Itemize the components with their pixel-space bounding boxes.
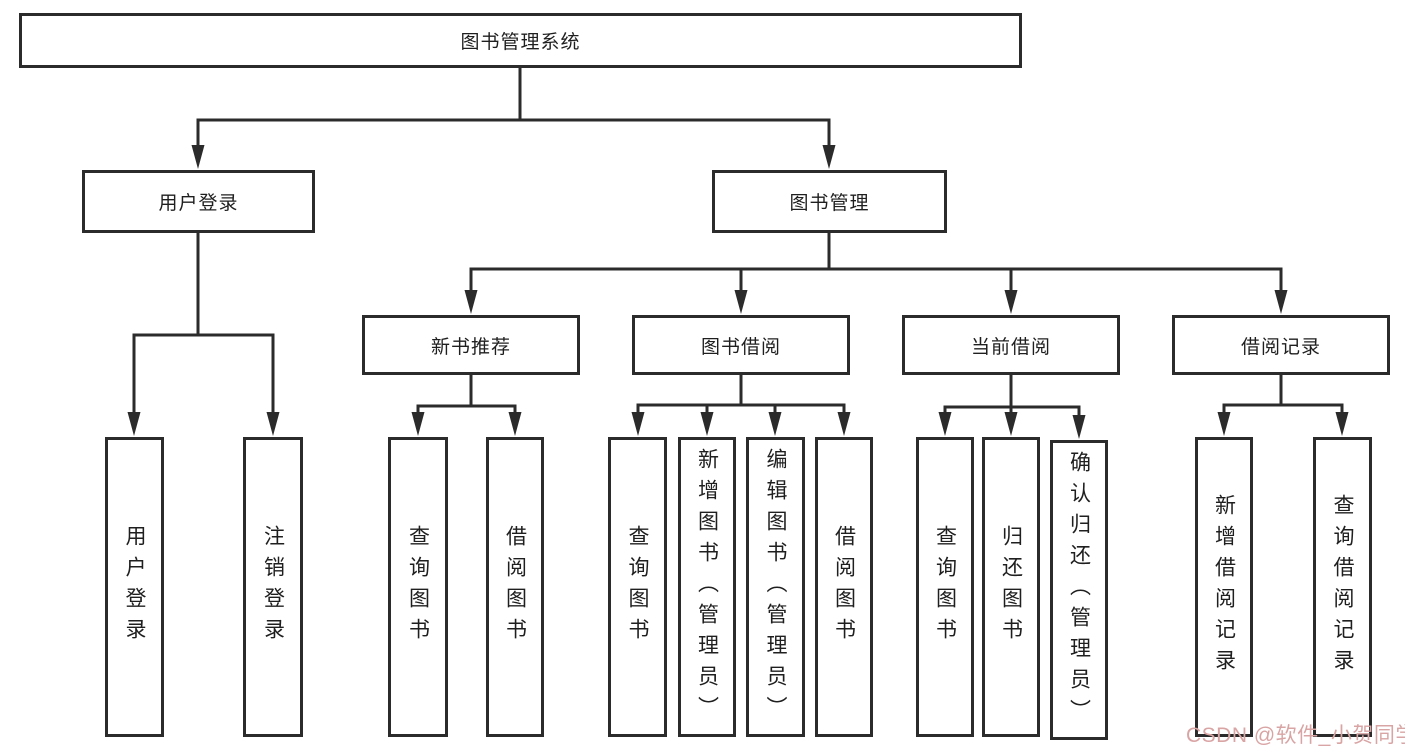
node-label: 用户登录 [158, 193, 239, 214]
node-label: 查询图书 [933, 525, 957, 649]
node-label: 新增图书（管理员） [695, 447, 719, 727]
leaf-borrowing-query-books: 查询图书 [608, 437, 667, 737]
node-new-book-recommendation: 新书推荐 [362, 315, 580, 375]
leaf-borrow-books: 借阅图书 [815, 437, 873, 737]
node-label: 查询图书 [626, 525, 649, 649]
node-current-borrowing: 当前借阅 [902, 315, 1120, 375]
node-label: 借阅图书 [832, 525, 856, 649]
node-label: 查询借阅记录 [1331, 494, 1354, 680]
node-label: 图书管理 [789, 193, 870, 214]
node-label: 新书推荐 [430, 336, 511, 358]
node-borrowing-records: 借阅记录 [1172, 315, 1390, 375]
node-book-management: 图书管理 [712, 170, 947, 233]
node-label: 当前借阅 [970, 336, 1051, 358]
node-label: 借阅记录 [1240, 336, 1321, 358]
leaf-recommend-query-books: 查询图书 [388, 437, 448, 737]
leaf-add-borrow-record: 新增借阅记录 [1195, 437, 1253, 737]
node-label: 新增借阅记录 [1212, 494, 1236, 680]
node-library-management-system: 图书管理系统 [19, 13, 1022, 68]
leaf-edit-books-admin: 编辑图书（管理员） [746, 437, 805, 737]
node-label: 图书管理系统 [460, 32, 581, 53]
leaf-add-books-admin: 新增图书（管理员） [678, 437, 736, 737]
leaf-current-query-books: 查询图书 [916, 437, 974, 737]
node-label: 注销登录 [261, 525, 285, 649]
leaf-user-login: 用户登录 [105, 437, 164, 737]
arrowheads [127, 145, 1349, 439]
node-label: 编辑图书（管理员） [764, 447, 787, 727]
leaf-logout: 注销登录 [243, 437, 303, 737]
node-book-borrowing: 图书借阅 [632, 315, 850, 375]
node-label: 确认归还（管理员） [1067, 450, 1091, 730]
leaf-return-books: 归还图书 [982, 437, 1040, 737]
leaf-recommend-borrow-books: 借阅图书 [486, 437, 544, 737]
node-label: 图书借阅 [700, 336, 781, 358]
node-label: 查询图书 [406, 525, 430, 649]
csdn-watermark: CSDN @软件_小贺同学 [1186, 724, 1405, 747]
leaf-query-borrow-record: 查询借阅记录 [1313, 437, 1372, 737]
connector-paths [132, 68, 1344, 418]
node-label: 归还图书 [999, 525, 1023, 649]
node-label: 用户登录 [123, 525, 146, 649]
leaf-confirm-return-admin: 确认归还（管理员） [1050, 440, 1108, 740]
node-label: 借阅图书 [503, 525, 527, 649]
node-user-login: 用户登录 [82, 170, 315, 233]
